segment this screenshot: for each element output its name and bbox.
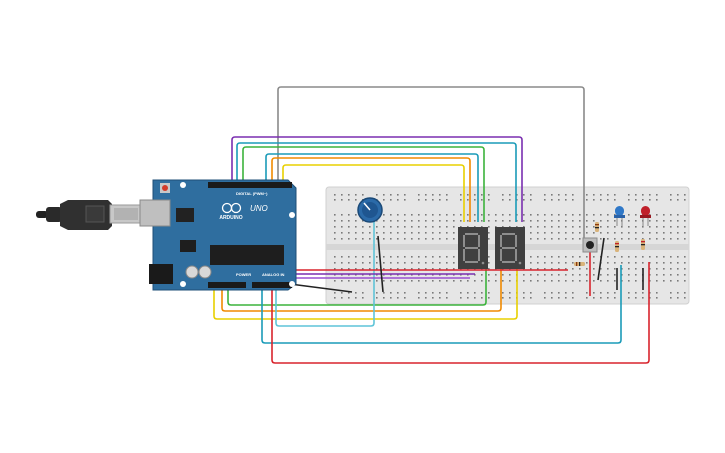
power-header [208,282,246,288]
pushbutton-icon [586,241,594,249]
led-icon [641,206,650,216]
wire-black-btn [597,237,605,281]
wire-yellow-bottom [213,190,518,320]
led-blue[interactable] [614,206,625,226]
wire-teal-inner [265,153,479,222]
wire-gray [277,86,585,240]
pushbutton[interactable] [582,237,598,253]
wire-red-bottom [271,262,650,364]
wire-teal-top [236,142,517,222]
seven-segment-right[interactable] [495,227,525,269]
usb-jack [139,199,171,227]
led-red[interactable] [640,206,651,226]
wire-teal-pot [275,222,375,327]
seven-segment-digit [500,233,522,265]
analog-header [252,282,292,288]
resistors[interactable] [574,222,645,266]
resistor-led-red[interactable] [641,239,645,250]
wire-yellow-top [282,164,465,222]
wire-green-bottom [227,190,487,306]
resistor-led-blue[interactable] [615,241,619,252]
wire-orange-bottom [221,190,502,312]
wire-orange-top [271,157,471,222]
logo-text: ARDUINO [219,215,242,221]
wire-teal-bottom [261,265,622,344]
seven-segment-digit [463,233,485,265]
wire-green [242,146,485,222]
digital-label: DIGITAL (PWM~) [236,191,268,196]
potentiometer[interactable] [357,197,383,223]
arduino-logo: ARDUINO [219,202,243,221]
led-icon [615,206,624,216]
power-label: POWER [236,272,251,277]
power-jack [149,264,173,284]
analog-label: ANALOG IN [262,272,285,277]
seven-segment-left[interactable] [458,227,488,269]
wire-black-pot [377,235,384,293]
resistor-button[interactable] [595,222,599,232]
wire-purple-outer [231,136,523,222]
reset-button[interactable] [162,185,168,191]
digital-header [208,182,292,188]
usb-cable[interactable] [36,200,143,230]
resistor-bottom[interactable] [574,262,585,266]
model-text: UNO [250,204,268,213]
atmega-chip [210,245,284,265]
arduino-uno[interactable]: ARDUINO UNO DIGITAL (PWM~) POWER ANALOG … [139,179,297,291]
